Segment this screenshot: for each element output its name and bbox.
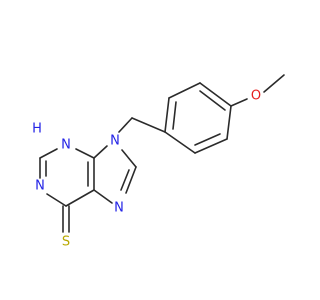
atom-n9: N bbox=[110, 134, 120, 149]
bond-c4-n3 bbox=[75, 148, 95, 159]
bond-c8-n7-inner bbox=[120, 169, 130, 191]
atom-o: O bbox=[251, 89, 261, 104]
bond-n1-c6 bbox=[46, 193, 67, 207]
bond-benzene-5 bbox=[194, 138, 228, 154]
bond-benzene-5-inner bbox=[194, 133, 221, 146]
atom-layer: N H N N N O S bbox=[32, 89, 261, 250]
bond-ring-ch2 bbox=[131, 117, 166, 133]
atom-h3: H bbox=[32, 122, 42, 137]
bond-c4-n9 bbox=[93, 145, 108, 159]
bond-benzene-6 bbox=[226, 105, 232, 140]
bond-benzene-1 bbox=[199, 82, 232, 107]
atom-n1: N bbox=[35, 179, 45, 194]
bond-n7-c5 bbox=[93, 189, 113, 204]
molecule-structure: N H N N N O S bbox=[32, 74, 285, 250]
molecule-diagram: N H N N N O S bbox=[32, 74, 285, 250]
bond-benzene-3-inner bbox=[172, 101, 177, 130]
bond-benzene-2 bbox=[168, 82, 201, 99]
bond-c6-c5 bbox=[65, 189, 95, 207]
bond-n9-c8 bbox=[121, 149, 137, 168]
atom-n3: N bbox=[61, 138, 71, 153]
bond-benzene-3 bbox=[164, 97, 170, 133]
atom-s: S bbox=[62, 235, 70, 250]
bond-layer bbox=[39, 74, 285, 233]
bond-ch2-n9 bbox=[118, 117, 133, 133]
bond-methyl-o bbox=[263, 74, 285, 93]
bond-o-ring bbox=[230, 98, 248, 107]
bond-c8-n7 bbox=[125, 166, 137, 194]
bond-n3-c2 bbox=[39, 148, 58, 159]
atom-n7: N bbox=[114, 201, 124, 216]
bond-benzene-1-inner bbox=[199, 90, 226, 111]
bond-benzene-4 bbox=[164, 131, 196, 154]
